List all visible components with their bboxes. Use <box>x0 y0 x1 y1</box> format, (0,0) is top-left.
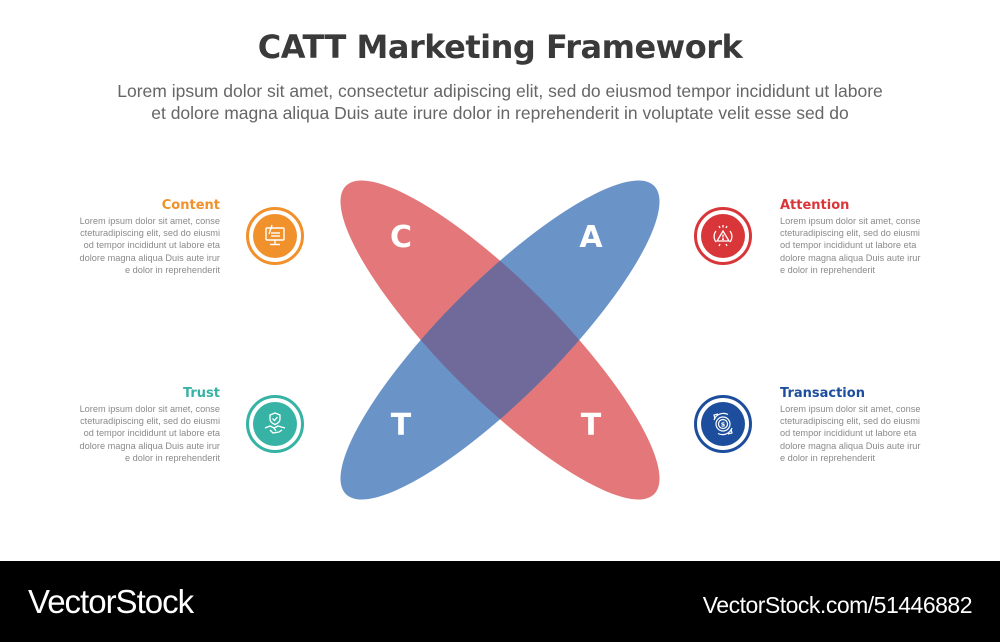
page-title: CATT Marketing Framework <box>257 28 743 66</box>
content-icon-badge <box>246 207 304 265</box>
transaction-text-block: Transaction Lorem ipsum dolor sit amet, … <box>780 386 940 464</box>
svg-text:$: $ <box>721 421 726 429</box>
footer-brand: VectorStock <box>28 583 194 620</box>
desc-line: cteturadipiscing elit, sed do eiusmi <box>80 228 220 239</box>
transaction-icon-badge: $ <box>694 395 752 453</box>
desc-line: Lorem ipsum dolor sit amet, conse <box>780 216 921 226</box>
trust-heading: Trust <box>182 386 220 401</box>
attention-description: Lorem ipsum dolor sit amet, conse ctetur… <box>780 215 940 276</box>
trust-text-block: Trust Lorem ipsum dolor sit amet, conse … <box>60 386 220 464</box>
computer-edit-icon <box>265 224 285 246</box>
transaction-heading: Transaction <box>780 386 865 401</box>
desc-line: od tempor incididunt ut labore eta <box>780 240 917 251</box>
desc-line: Lorem ipsum dolor sit amet, conse <box>780 404 921 414</box>
content-text-block: Content Lorem ipsum dolor sit amet, cons… <box>60 198 220 276</box>
page-subtitle: Lorem ipsum dolor sit amet, consectetur … <box>40 80 960 124</box>
dollar-exchange-icon: $ <box>713 412 733 436</box>
letter-a: A <box>579 220 603 255</box>
transaction-description: Lorem ipsum dolor sit amet, conse ctetur… <box>780 403 940 464</box>
desc-line: dolore magna aliqua Duis aute irur <box>780 440 921 451</box>
desc-line: dolore magna aliqua Duis aute irur <box>79 440 220 451</box>
letter-t-trust: T <box>390 408 412 443</box>
attention-heading: Attention <box>780 198 850 213</box>
desc-line: dolore magna aliqua Duis aute irur <box>780 252 921 263</box>
attention-text-block: Attention Lorem ipsum dolor sit amet, co… <box>780 198 940 276</box>
desc-line: od tempor incididunt ut labore eta <box>83 428 220 439</box>
letter-t-transaction: T <box>580 408 602 443</box>
trust-icon-badge <box>246 395 304 453</box>
desc-line: e dolor in reprehenderit <box>125 264 220 275</box>
warning-alert-icon <box>713 225 733 247</box>
footer-link[interactable]: VectorStock.com/51446882 <box>702 592 973 618</box>
trust-description: Lorem ipsum dolor sit amet, conse ctetur… <box>60 403 220 464</box>
subtitle-line-2: et dolore magna aliqua Duis aute irure d… <box>151 103 849 123</box>
content-heading: Content <box>161 198 220 213</box>
desc-line: od tempor incididunt ut labore eta <box>780 428 917 439</box>
desc-line: e dolor in reprehenderit <box>780 264 875 275</box>
desc-line: dolore magna aliqua Duis aute irur <box>79 252 220 263</box>
desc-line: e dolor in reprehenderit <box>780 452 875 463</box>
content-description: Lorem ipsum dolor sit amet, conse ctetur… <box>60 215 220 276</box>
desc-line: od tempor incididunt ut labore eta <box>83 240 220 251</box>
desc-line: cteturadipiscing elit, sed do eiusmi <box>780 228 920 239</box>
letter-c: C <box>389 220 413 255</box>
desc-line: cteturadipiscing elit, sed do eiusmi <box>780 416 920 427</box>
desc-line: Lorem ipsum dolor sit amet, conse <box>79 216 220 226</box>
subtitle-line-1: Lorem ipsum dolor sit amet, consectetur … <box>117 81 883 101</box>
crossed-ellipses-graphic <box>340 180 660 500</box>
desc-line: cteturadipiscing elit, sed do eiusmi <box>80 416 220 427</box>
footer-bar: VectorStock VectorStock.com/51446882 <box>0 561 1000 642</box>
desc-line: Lorem ipsum dolor sit amet, conse <box>79 404 220 414</box>
attention-icon-badge <box>694 207 752 265</box>
desc-line: e dolor in reprehenderit <box>125 452 220 463</box>
handshake-shield-icon <box>264 412 286 434</box>
catt-cross-diagram: C A T T <box>330 170 670 510</box>
